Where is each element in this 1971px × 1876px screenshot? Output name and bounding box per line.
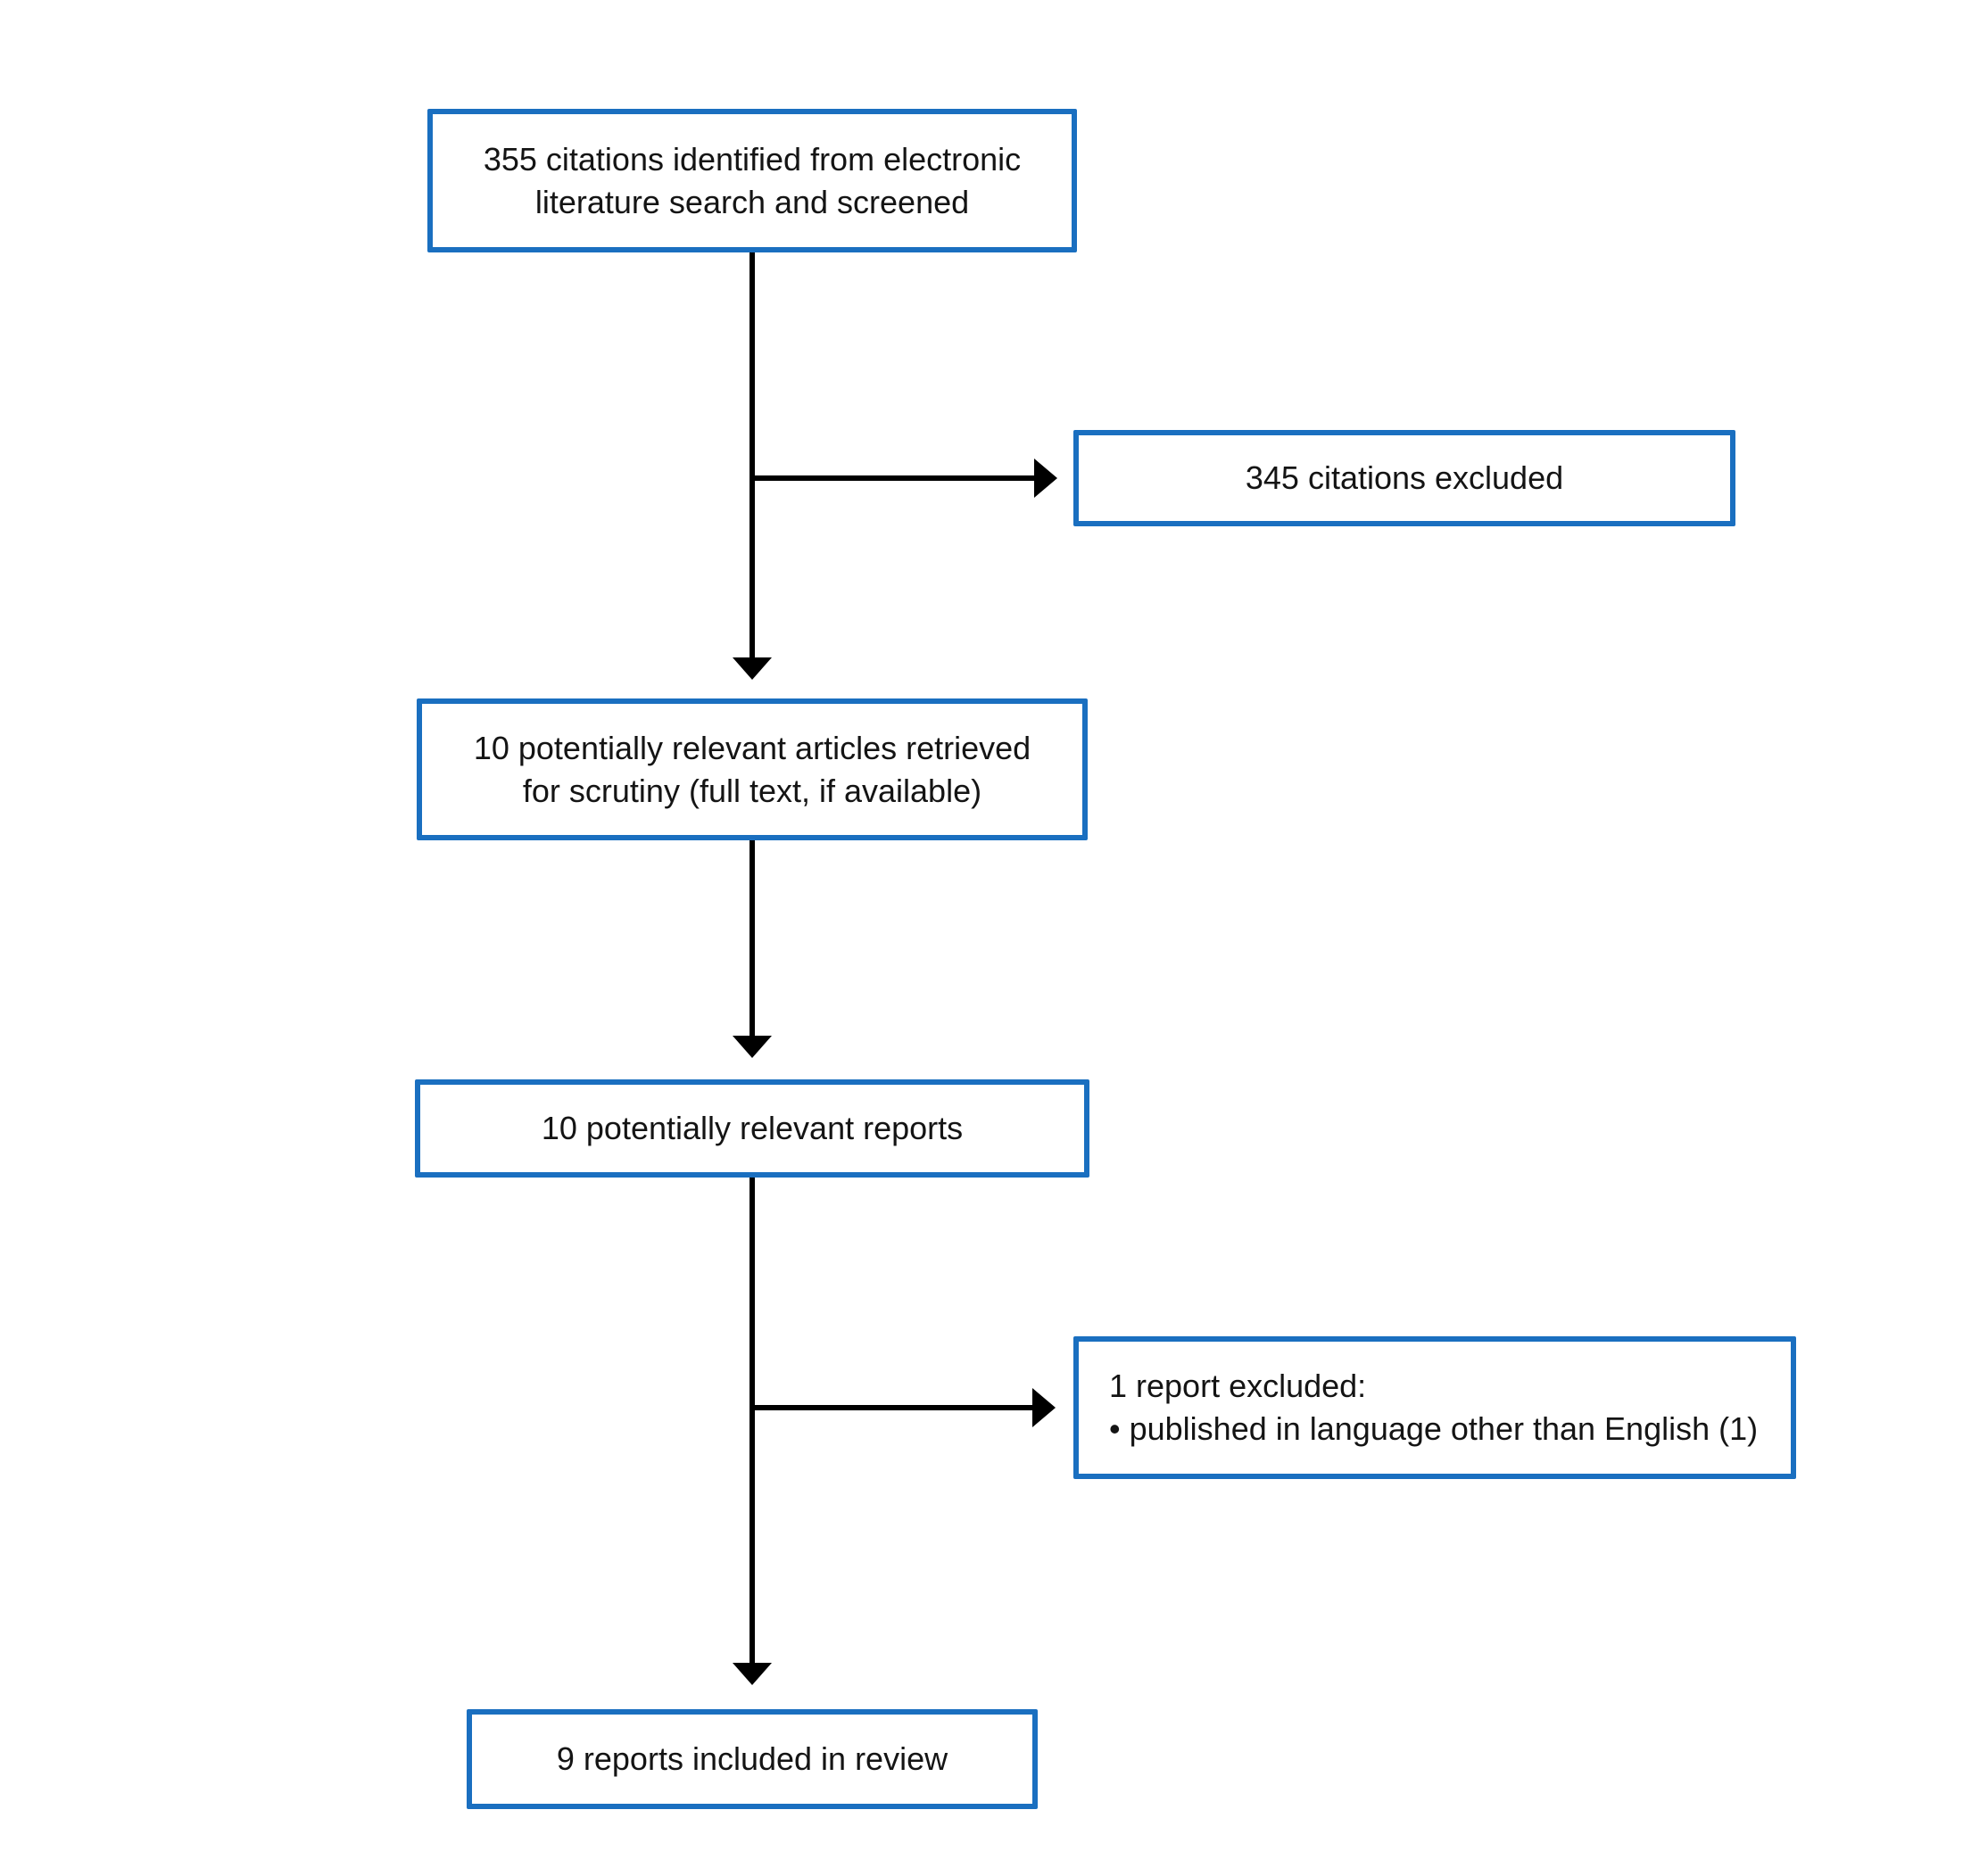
flow-box-report-excluded: 1 report excluded: • published in langua…: [1073, 1336, 1796, 1479]
box-text-line: 9 reports included in review: [556, 1740, 948, 1778]
flow-box-relevant-reports: 10 potentially relevant reports: [415, 1079, 1089, 1178]
box-text-line: literature search and screened: [534, 183, 970, 220]
box-text-line: 355 citations identified from electronic: [483, 140, 1022, 178]
box-text-line: • published in language other than Engli…: [1109, 1410, 1759, 1447]
arrowhead-retrieved-to-reports: [733, 1036, 772, 1058]
flow-box-retrieved: 10 potentially relevant articles retriev…: [417, 698, 1088, 840]
arrowhead-to-report-excluded: [1032, 1388, 1056, 1427]
box-text-line: for scrutiny (full text, if available): [522, 772, 982, 809]
arrowhead-reports-to-included: [733, 1663, 772, 1685]
box-text-line: 1 report excluded:: [1109, 1368, 1367, 1405]
flow-box-included: 9 reports included in review: [467, 1709, 1038, 1809]
flow-box-citations-excluded: 345 citations excluded: [1073, 430, 1735, 526]
box-text-line: 345 citations excluded: [1245, 459, 1564, 497]
box-text-line: 10 potentially relevant reports: [541, 1110, 964, 1147]
box-text-line: 10 potentially relevant articles retriev…: [473, 729, 1031, 766]
arrowhead-identified-to-retrieved: [733, 657, 772, 680]
flow-box-identified: 355 citations identified from electronic…: [427, 109, 1077, 252]
arrowhead-to-citations-excluded: [1034, 459, 1057, 498]
